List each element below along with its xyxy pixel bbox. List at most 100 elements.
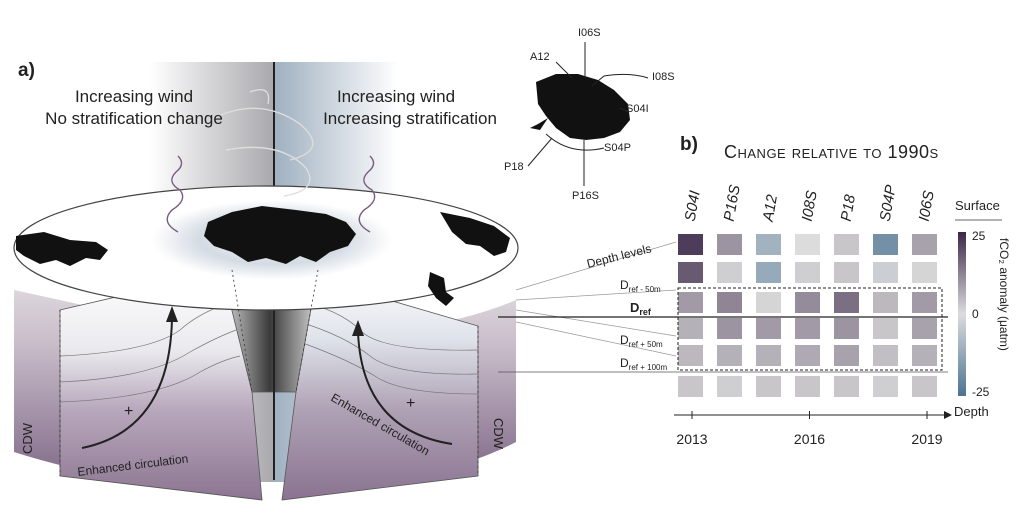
section-header-p16s: P16S bbox=[721, 184, 744, 223]
inset-label-i06s: I06S bbox=[578, 27, 601, 39]
face-divider-mid-left bbox=[231, 269, 253, 393]
section-header-s04p: S04P bbox=[877, 184, 900, 223]
anomaly-cell-s04p-level-5 bbox=[873, 376, 898, 397]
panel-b-title: Change relative to 1990s bbox=[724, 142, 939, 162]
anomaly-cell-s04p-level-0 bbox=[873, 234, 898, 255]
inset-track-a12 bbox=[555, 61, 573, 79]
anomaly-cell-p16s-level-5 bbox=[717, 376, 742, 397]
circulation-arrow-left bbox=[81, 317, 173, 449]
anomaly-cell-s04p-level-4 bbox=[873, 345, 898, 366]
anomaly-cell-a12-level-1 bbox=[756, 262, 781, 283]
connector-line-4 bbox=[515, 321, 677, 357]
anomaly-cell-p18-level-3 bbox=[834, 318, 859, 339]
anomaly-cell-s04p-level-1 bbox=[873, 262, 898, 283]
plus-marker-right: + bbox=[406, 395, 415, 412]
antarctica-shape bbox=[204, 206, 356, 264]
connector-line-1 bbox=[515, 241, 677, 291]
level-label-dref: Dref bbox=[630, 300, 652, 317]
cdw-right-label: CDW bbox=[491, 418, 506, 450]
anomaly-cell-i08s-level-4 bbox=[795, 345, 820, 366]
colorbar-ticks: 250-25 bbox=[972, 229, 990, 399]
anomaly-cell-p18-level-4 bbox=[834, 345, 859, 366]
depth-levels-label: Depth levels bbox=[585, 241, 652, 271]
right-title-line-2: Increasing stratification bbox=[323, 109, 497, 128]
wind-swirl-3 bbox=[249, 89, 270, 105]
colorbar-tick-1: 0 bbox=[972, 307, 979, 321]
level-label-dref-plus-50: Dref + 50m bbox=[620, 333, 663, 349]
depth-axis-label: Depth bbox=[954, 404, 989, 419]
section-header-p18: P18 bbox=[838, 193, 859, 223]
section-header-i08s: I08S bbox=[799, 189, 821, 222]
year-tick-label-2019: 2019 bbox=[911, 431, 942, 447]
anomaly-cell-p16s-level-1 bbox=[717, 262, 742, 283]
inset-track-p18 bbox=[527, 137, 553, 167]
year-ticks: 2013 2016 2019 bbox=[676, 411, 943, 447]
time-axis-arrowhead bbox=[944, 411, 952, 419]
continent-right-2 bbox=[428, 272, 454, 306]
inset-label-a12: A12 bbox=[530, 51, 550, 63]
anomaly-cell-i08s-level-1 bbox=[795, 262, 820, 283]
isopycnal-left-2 bbox=[59, 329, 237, 383]
anomaly-cell-i06s-level-1 bbox=[912, 262, 937, 283]
year-tick-label-2016: 2016 bbox=[794, 431, 825, 447]
anomaly-cell-p16s-level-4 bbox=[717, 345, 742, 366]
colorbar-tick-2: -25 bbox=[972, 385, 990, 399]
inset-track-s04p bbox=[545, 133, 605, 151]
anomaly-cell-p16s-level-0 bbox=[717, 234, 742, 255]
anomaly-cell-i06s-level-5 bbox=[912, 376, 937, 397]
year-tick-label-2013: 2013 bbox=[676, 431, 707, 447]
isopycnal-left-1 bbox=[59, 301, 233, 357]
anomaly-grid bbox=[678, 234, 937, 397]
wind-swirl-1 bbox=[213, 107, 314, 161]
inset-label-s04p: S04P bbox=[604, 142, 631, 154]
inset-track-i08s bbox=[591, 73, 649, 87]
anomaly-cell-s04i-level-1 bbox=[678, 262, 703, 283]
connector-line-2 bbox=[515, 289, 677, 301]
surface-label: Surface bbox=[955, 198, 1000, 213]
anomaly-cell-s04i-level-2 bbox=[678, 292, 703, 313]
plus-marker-left: + bbox=[124, 403, 133, 420]
anomaly-cell-p18-level-1 bbox=[834, 262, 859, 283]
anomaly-cell-s04i-level-3 bbox=[678, 318, 703, 339]
anomaly-cell-a12-level-5 bbox=[756, 376, 781, 397]
isopycnal-left-3 bbox=[59, 355, 241, 403]
inset-peninsula bbox=[530, 118, 548, 130]
isopycnal-right-3 bbox=[299, 341, 479, 395]
colorbar bbox=[958, 232, 966, 396]
section-header-a12: A12 bbox=[760, 193, 782, 224]
left-title-line-2: No stratification change bbox=[45, 109, 223, 128]
upwelling-spiral-right bbox=[358, 155, 376, 233]
anomaly-cell-a12-level-2 bbox=[756, 292, 781, 313]
continent-right-1 bbox=[440, 212, 510, 256]
continent-left bbox=[16, 232, 108, 266]
anomaly-cell-p16s-level-2 bbox=[717, 292, 742, 313]
section-header-i06s: I06S bbox=[916, 189, 938, 222]
panel-a-label: a) bbox=[18, 60, 35, 81]
circulation-arrowhead-left bbox=[166, 306, 178, 322]
face-divider-mid-right bbox=[295, 269, 319, 393]
anomaly-cell-a12-level-3 bbox=[756, 318, 781, 339]
level-label-dref-minus-50: Dref - 50m bbox=[620, 278, 661, 294]
connector-line-3 bbox=[515, 309, 677, 337]
isopycnal-right-2 bbox=[299, 321, 479, 375]
anomaly-cell-i06s-level-3 bbox=[912, 318, 937, 339]
anomaly-cell-a12-level-4 bbox=[756, 345, 781, 366]
inset-map: I06S A12 I08S S04I S04P P18 P16S bbox=[504, 27, 675, 202]
inset-label-i08s: I08S bbox=[652, 71, 675, 83]
colorbar-label: fCO₂ anomaly (μatm) bbox=[997, 238, 1011, 351]
circulation-arrow-right bbox=[357, 331, 453, 445]
anomaly-cell-s04i-level-0 bbox=[678, 234, 703, 255]
anomaly-cell-i06s-level-2 bbox=[912, 292, 937, 313]
anomaly-cell-i06s-level-4 bbox=[912, 345, 937, 366]
connector-lines bbox=[515, 241, 677, 357]
left-title-line-1: Increasing wind bbox=[75, 87, 193, 106]
anomaly-cell-i06s-level-0 bbox=[912, 234, 937, 255]
anomaly-cell-i08s-level-5 bbox=[795, 376, 820, 397]
anomaly-cell-a12-level-0 bbox=[756, 234, 781, 255]
anomaly-cell-s04i-level-4 bbox=[678, 345, 703, 366]
panel-a: a) bbox=[13, 60, 519, 501]
level-label-dref-plus-100: Dref + 100m bbox=[620, 356, 667, 372]
